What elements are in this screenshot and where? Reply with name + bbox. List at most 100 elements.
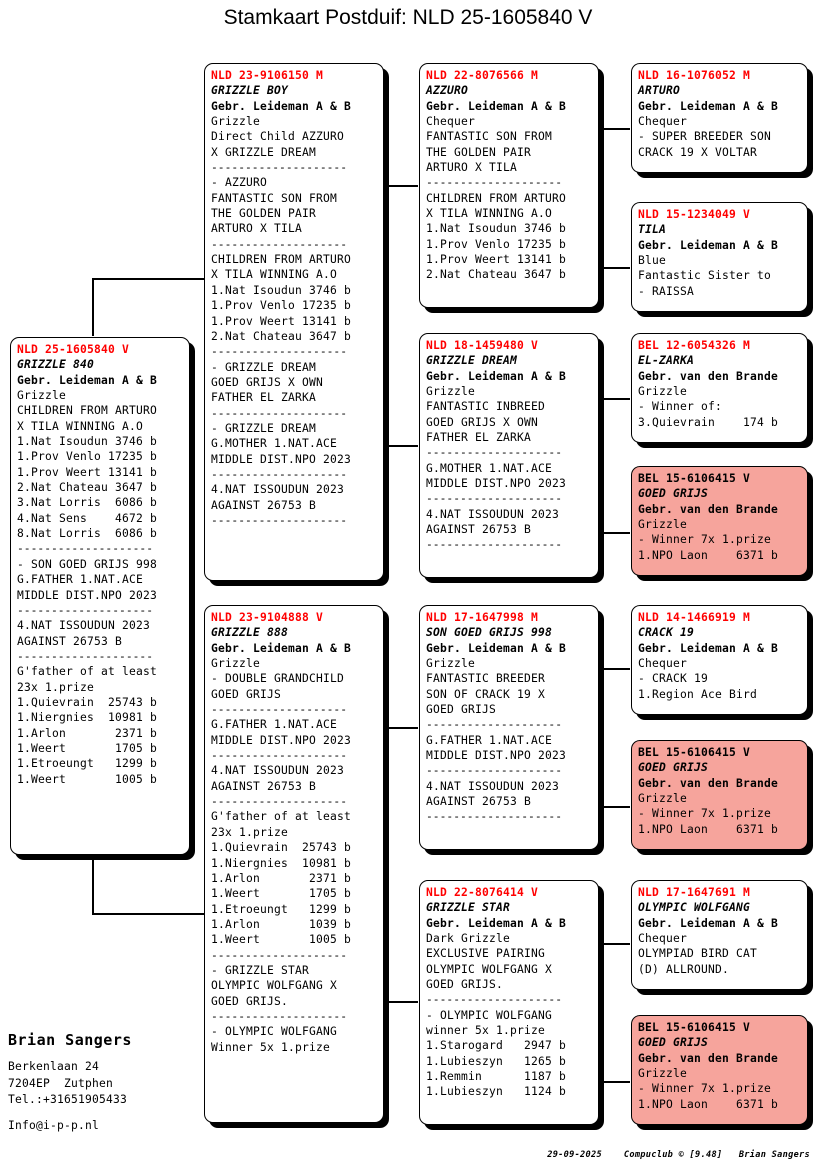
pigeon-owner: Gebr. Leideman A & B — [426, 99, 567, 113]
page-title: Stamkaart Postduif: NLD 25-1605840 V — [223, 6, 593, 29]
pigeon-owner: Gebr. van den Brande — [638, 1051, 779, 1065]
pigeon-name: GOED GRIJS — [638, 761, 709, 775]
pigeon-ring-number: NLD 17-1647691 M — [638, 886, 751, 899]
pigeon-owner: Gebr. van den Brande — [638, 502, 779, 516]
pigeon-detail-line: FANTASTIC INBREED — [426, 400, 546, 414]
pigeon-detail-line: 4.NAT ISSOUDUN 2023 — [17, 619, 151, 633]
connector-fm-fmm — [594, 532, 630, 534]
pigeon-detail-line: X GRIZZLE DREAM — [211, 145, 317, 159]
pigeon-detail-line: - AZZURO — [211, 176, 268, 190]
pigeon-detail-line: - GRIZZLE DREAM — [211, 421, 317, 435]
pigeon-detail-line: CHILDREN FROM ARTURO — [211, 253, 352, 267]
pigeon-detail-line: MIDDLE DIST.NPO 2023 — [17, 588, 158, 602]
pigeon-ring-number: BEL 15-6106415 V — [638, 746, 751, 759]
pigeon-owner: Gebr. van den Brande — [638, 776, 779, 790]
pigeon-detail-line: THE GOLDEN PAIR — [211, 207, 317, 221]
pigeon-detail-line: CHILDREN FROM ARTURO — [17, 404, 158, 418]
pigeon-detail-line: 4.NAT ISSOUDUN 2023 — [211, 764, 345, 778]
pigeon-ring-number: NLD 25-1605840 V — [17, 343, 130, 356]
pigeon-detail-line: 1.Region Ace Bird — [638, 687, 758, 701]
pigeon-color: Chequer — [426, 115, 476, 129]
pigeon-detail-line: 1.Etroeungt 1299 b — [17, 757, 158, 771]
pigeon-ring-number: NLD 22-8076566 M — [426, 69, 539, 82]
pigeon-detail-line: 3.Nat Lorris 6086 b — [17, 496, 158, 510]
pigeon-ring-number: NLD 23-9106150 M — [211, 69, 324, 82]
pigeon-color: Grizzle — [638, 1067, 688, 1081]
pigeon-detail-line: CHILDREN FROM ARTURO — [426, 191, 567, 205]
pigeon-detail-line: 1.Nat Isoudun 3746 b — [211, 283, 352, 297]
pigeon-detail-line: 4.NAT ISSOUDUN 2023 — [426, 779, 560, 793]
pigeon-detail-line: AGAINST 26753 B — [426, 523, 532, 537]
pigeon-detail-line: -------------------- — [211, 467, 348, 481]
pigeon-detail-line: 4.Nat Sens 4672 b — [17, 511, 158, 525]
pigeon-detail-line: FANTASTIC BREEDER — [426, 672, 546, 686]
pigeon-detail-line: 1.Weert 1005 b — [17, 772, 158, 786]
pigeon-ring-number: BEL 12-6054326 M — [638, 339, 751, 352]
pigeon-detail-line: - DOUBLE GRANDCHILD — [211, 672, 345, 686]
pigeon-detail-line: CRACK 19 X VOLTAR — [638, 145, 758, 159]
footer-gap-2 — [722, 1150, 738, 1160]
footer-date: 29-09-2025 — [547, 1150, 602, 1160]
pigeon-detail-line: -------------------- — [426, 492, 563, 506]
pigeon-detail-line: 1.Lubieszyn 1124 b — [426, 1085, 567, 1099]
pigeon-color: Blue — [638, 254, 667, 268]
breeder-spacer-2 — [8, 1109, 208, 1118]
pigeon-detail-line: 1.Quievrain 25743 b — [17, 695, 158, 709]
pigeon-detail-line: -------------------- — [211, 406, 348, 420]
pigeon-detail-line: -------------------- — [426, 176, 563, 190]
pigeon-detail-line: 23x 1.prize — [17, 680, 95, 694]
pigeon-card-subject[interactable]: NLD 25-1605840 V GRIZZLE 840 Gebr. Leide… — [10, 337, 190, 855]
pigeon-detail-line: Direct Child AZZURO — [211, 130, 345, 144]
pigeon-detail-line: -------------------- — [211, 161, 348, 175]
pigeon-detail-line: -------------------- — [211, 749, 348, 763]
pigeon-name: GRIZZLE DREAM — [426, 354, 518, 368]
pigeon-detail-line: -------------------- — [211, 1009, 348, 1023]
pigeon-detail-line: FATHER EL ZARKA — [426, 431, 532, 445]
pigeon-detail-line: X TILA WINNING A.O — [426, 207, 553, 221]
pigeon-ring-number: NLD 17-1647998 M — [426, 611, 539, 624]
pigeon-detail-line: 1.Arlon 2371 b — [17, 726, 158, 740]
pigeon-detail-line: MIDDLE DIST.NPO 2023 — [426, 749, 567, 763]
pigeon-detail-line: 1.Nat Isoudun 3746 b — [17, 435, 158, 449]
pigeon-owner: Gebr. Leideman A & B — [211, 641, 352, 655]
pigeon-detail-line: ARTURO X TILA — [211, 222, 303, 236]
pigeon-detail-line: 23x 1.prize — [211, 825, 289, 839]
pigeon-detail-line: FANTASTIC SON FROM — [426, 130, 553, 144]
pigeon-name: EL-ZARKA — [638, 354, 695, 368]
pigeon-detail-line: - GRIZZLE DREAM — [211, 360, 317, 374]
pigeon-detail-line: 1.Prov Weert 13141 b — [17, 465, 158, 479]
pigeon-detail-line: -------------------- — [211, 345, 348, 359]
pigeon-detail-line: - OLYMPIC WOLFGANG — [426, 1008, 553, 1022]
connector-father-ff — [383, 185, 418, 187]
pigeon-ring-number: NLD 15-1234049 V — [638, 208, 751, 221]
pigeon-detail-line: Winner 5x 1.prize — [211, 1040, 331, 1054]
pigeon-detail-line: Fantastic Sister to — [638, 269, 772, 283]
pigeon-detail-line: -------------------- — [426, 718, 563, 732]
pigeon-detail-line: 1.Prov Venlo 17235 b — [17, 450, 158, 464]
pigeon-owner: Gebr. Leideman A & B — [638, 641, 779, 655]
pigeon-detail-line: 1.NPO Laon 6371 b — [638, 1097, 779, 1111]
pigeon-detail-line: G.FATHER 1.NAT.ACE — [426, 733, 553, 747]
pigeon-ring-number: NLD 16-1076052 M — [638, 69, 751, 82]
pigeon-owner: Gebr. Leideman A & B — [426, 369, 567, 383]
pigeon-detail-line: 1.Nat Isoudun 3746 b — [426, 222, 567, 236]
pigeon-detail-line: G.MOTHER 1.NAT.ACE — [211, 437, 338, 451]
pigeon-detail-line: 1.Prov Weert 13141 b — [426, 253, 567, 267]
pigeon-detail-line: ARTURO X TILA — [426, 161, 518, 175]
breeder-email[interactable]: Info@i-p-p.nl — [8, 1118, 100, 1132]
pigeon-color: Grizzle — [211, 115, 261, 129]
